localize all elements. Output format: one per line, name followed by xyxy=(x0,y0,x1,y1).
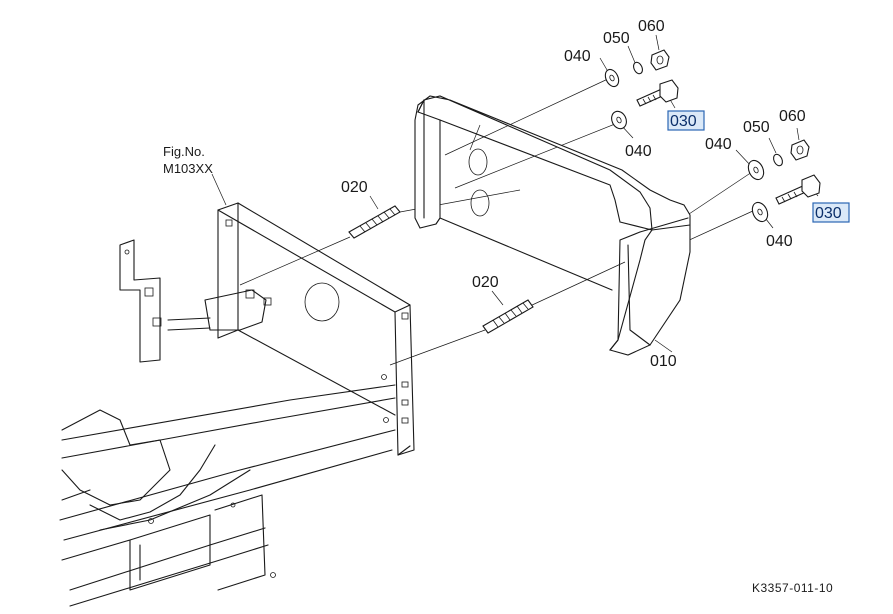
callout-060-right: 060 xyxy=(779,108,806,125)
callout-020-left: 020 xyxy=(341,179,368,196)
upper-fastener-set xyxy=(604,49,679,130)
callout-040-top-left: 040 xyxy=(564,48,591,65)
callout-030-upper-text[interactable]: 030 xyxy=(670,113,697,130)
callout-030-lower[interactable]: 030 xyxy=(812,202,850,223)
figure-number: Fig.No. M103XX xyxy=(163,144,213,176)
tractor-frame xyxy=(59,374,396,607)
reference-code: K3357-011-10 xyxy=(752,581,833,595)
callout-010: 010 xyxy=(650,353,677,370)
callout-040-right: 040 xyxy=(705,136,732,153)
callout-040-top-below: 040 xyxy=(625,143,652,160)
right-fastener-set xyxy=(747,139,821,223)
fig-no-label: Fig.No. xyxy=(163,144,205,159)
mounting-bracket xyxy=(119,202,415,456)
stud-bolt-020-center xyxy=(482,299,534,334)
callout-050-right: 050 xyxy=(743,119,770,136)
callout-020-center: 020 xyxy=(472,274,499,291)
callout-040-right-below: 040 xyxy=(766,233,793,250)
fig-no-value: M103XX xyxy=(163,161,213,176)
callout-050-top: 050 xyxy=(603,30,630,47)
callout-030-upper[interactable]: 030 xyxy=(667,110,705,131)
callout-060-top: 060 xyxy=(638,18,665,35)
counterweight-010 xyxy=(414,95,691,356)
callout-030-lower-text[interactable]: 030 xyxy=(815,205,842,222)
stud-bolt-020-left xyxy=(348,205,401,239)
